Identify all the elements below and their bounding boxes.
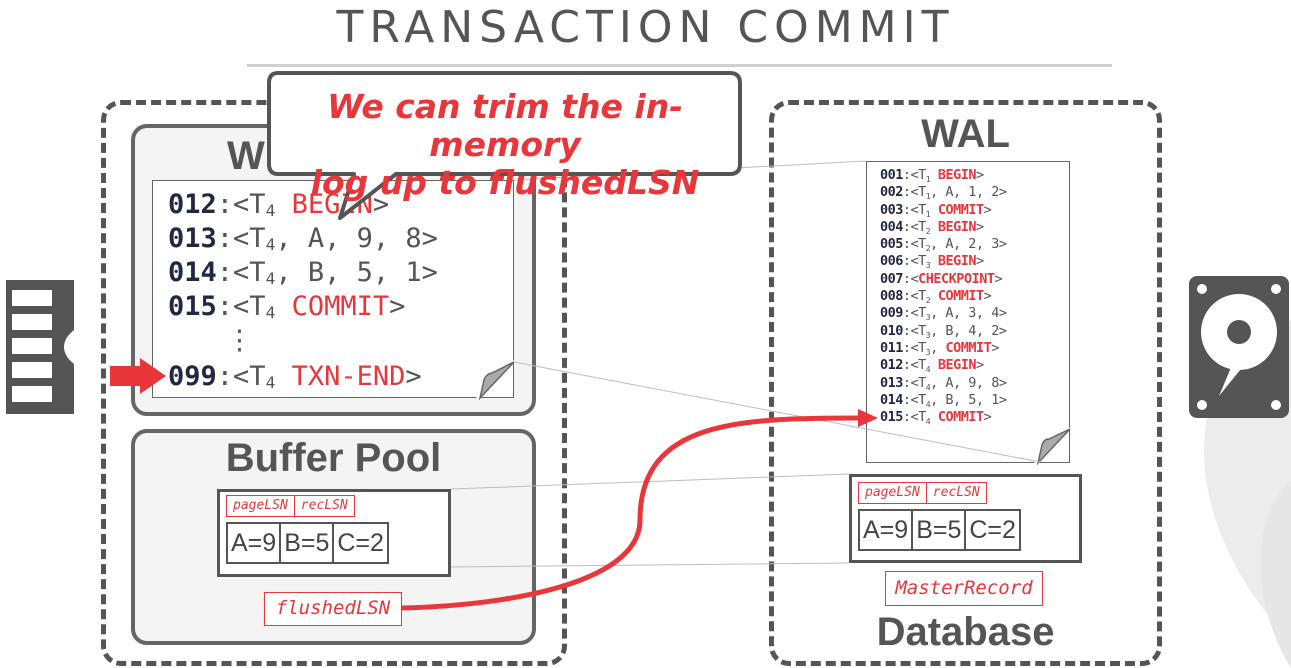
log-record: 013:<T4, A, 9, 8> <box>880 374 1007 392</box>
disk-wal-title: WAL <box>921 112 1010 156</box>
title-divider <box>247 64 1112 67</box>
callout-bubble <box>267 71 742 220</box>
rec-lsn-label: recLSN <box>293 496 354 516</box>
log-record: 004:<T2 BEGIN> <box>880 218 984 236</box>
page-fold-icon <box>476 360 515 400</box>
page-title: TRANSACTION COMMIT <box>336 2 955 53</box>
log-record: 012:<T4 BEGIN> <box>880 357 984 375</box>
log-record: 015:<T4 COMMIT> <box>168 291 406 322</box>
log-record: 006:<T3 BEGIN> <box>880 253 984 271</box>
disk-region <box>769 100 1162 666</box>
log-record: 001:<T1 BEGIN> <box>880 167 984 184</box>
log-record: 010:<T3, B, 4, 2> <box>880 322 1007 340</box>
disk-page-header: pageLSN recLSN <box>858 482 987 504</box>
cell: C=2 <box>332 524 387 562</box>
log-record: 014:<T4, B, 5, 1> <box>880 391 1007 409</box>
page-lsn-label: pageLSN <box>865 485 920 500</box>
log-record: 009:<T3, A, 3, 4> <box>880 305 1007 323</box>
disk-wal-log: 001:<T1 BEGIN> 002:<T1, A, 1, 2> 003:<T1… <box>880 167 1007 427</box>
buffer-page-cells: A=9 B=5 C=2 <box>226 522 389 564</box>
log-record: 014:<T4, B, 5, 1> <box>168 257 438 288</box>
cell: B=5 <box>279 524 332 562</box>
flushed-lsn-label: flushedLSN <box>264 592 402 626</box>
log-record: 007:<CHECKPOINT> <box>880 270 1003 287</box>
ellipsis: ⋮ <box>226 325 253 356</box>
callout-line: We can trim the in-memory <box>327 87 683 164</box>
log-record: 099:<T4 TXN-END> <box>168 361 422 392</box>
disk-page-cells: A=9 B=5 C=2 <box>858 509 1021 551</box>
memory-wal-title: W <box>227 134 265 178</box>
cell: C=2 <box>964 511 1019 549</box>
buffer-page-header: pageLSN recLSN <box>226 495 355 517</box>
buffer-pool-title: Buffer Pool <box>225 436 442 480</box>
log-record: 003:<T1 COMMIT> <box>880 201 992 219</box>
page-fold-icon <box>1034 427 1071 465</box>
cell: B=5 <box>911 511 964 549</box>
log-record: 002:<T1, A, 1, 2> <box>880 184 1007 202</box>
pointer-arrow-icon <box>110 358 166 394</box>
cell: A=9 <box>863 516 909 544</box>
hard-disk-icon <box>1189 276 1289 418</box>
master-record-label: MasterRecord <box>885 571 1043 606</box>
log-record: 008:<T2 COMMIT> <box>880 288 992 306</box>
log-record: 015:<T4 COMMIT> <box>880 409 992 427</box>
page-lsn-label: pageLSN <box>233 498 288 513</box>
log-record: 013:<T4, A, 9, 8> <box>168 223 438 254</box>
callout-text: We can trim the in-memory log up to flus… <box>270 88 740 202</box>
callout-line: log up to flushedLSN <box>310 163 700 202</box>
memory-wal-page <box>152 180 514 398</box>
log-record: 011:<T3, COMMIT> <box>880 339 999 357</box>
database-title: Database <box>876 610 1055 654</box>
rec-lsn-label: recLSN <box>925 483 986 503</box>
memory-ram-icon <box>6 280 74 414</box>
memory-wal-log: 012:<T4 BEGIN> 013:<T4, A, 9, 8> 014:<T4… <box>168 188 438 394</box>
cell: A=9 <box>231 529 277 557</box>
log-record: 005:<T2, A, 2, 3> <box>880 236 1007 254</box>
disk-wal-page <box>866 161 1070 463</box>
